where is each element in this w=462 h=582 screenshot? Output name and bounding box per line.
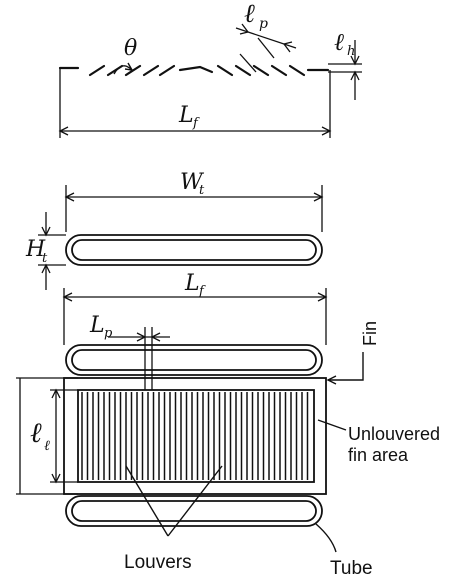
theta-arrow <box>124 62 133 71</box>
louver-slat <box>142 64 160 77</box>
lp-mid-label-main: L <box>89 313 105 338</box>
ll-dimension <box>16 377 78 495</box>
ll-label-sub: ℓ <box>44 438 50 454</box>
ht-label-main: H <box>25 237 46 262</box>
tube-leader <box>315 523 337 553</box>
lf-top-dimension <box>58 68 332 138</box>
wt-dimension <box>64 185 324 232</box>
ht-dimension <box>38 212 66 290</box>
lf-top-label-sub: f <box>192 116 200 131</box>
unlouvered-leader <box>317 419 347 431</box>
louver-slat <box>234 64 252 77</box>
tube-label: Tube <box>330 558 373 579</box>
louvered-region <box>77 389 315 483</box>
lp-dimension <box>235 23 297 73</box>
ht-label-sub: t <box>42 251 48 266</box>
louver-slat <box>270 64 288 77</box>
fin-label: Fin <box>360 321 380 346</box>
lh-label-main: ℓ <box>334 28 344 56</box>
theta-arc <box>113 65 133 75</box>
wt-label-sub: t <box>199 183 205 198</box>
lp-top-label-main: ℓ <box>244 0 255 29</box>
louver-slat <box>88 64 106 77</box>
louver-slat <box>216 64 234 77</box>
louvers-label: Louvers <box>124 552 192 573</box>
lh-dimension <box>328 40 362 100</box>
lower-tube <box>65 495 323 527</box>
lp-mid-dimension <box>108 327 170 390</box>
louvers-leaders <box>125 465 223 537</box>
fin-profile <box>58 64 330 77</box>
lp-mid-label-sub: p <box>104 326 113 341</box>
lf-mid-label-sub: f <box>198 284 206 299</box>
lf-mid-dimension <box>62 288 328 345</box>
lh-label-sub: h <box>347 44 355 59</box>
ll-label-main: ℓ <box>30 416 42 449</box>
tube-cross-section <box>65 234 323 266</box>
wt-label-main: W <box>180 170 205 195</box>
louver-slat <box>124 64 142 77</box>
fin-leader <box>326 352 364 385</box>
unlouvered-label-line1: Unlouvered <box>348 424 440 444</box>
louver-lines <box>81 392 309 480</box>
louver-slat <box>158 64 176 77</box>
fin-outline <box>63 377 327 495</box>
upper-tube <box>65 344 323 376</box>
lf-mid-label-main: L <box>184 271 200 296</box>
theta-label: θ <box>124 36 137 61</box>
louver-slat <box>288 64 306 77</box>
lf-top-label-main: L <box>178 103 194 128</box>
louver-slat <box>252 64 270 77</box>
lp-top-label-sub: p <box>259 16 268 32</box>
turnaround <box>178 65 214 74</box>
unlouvered-label-line2: fin area <box>348 445 409 465</box>
